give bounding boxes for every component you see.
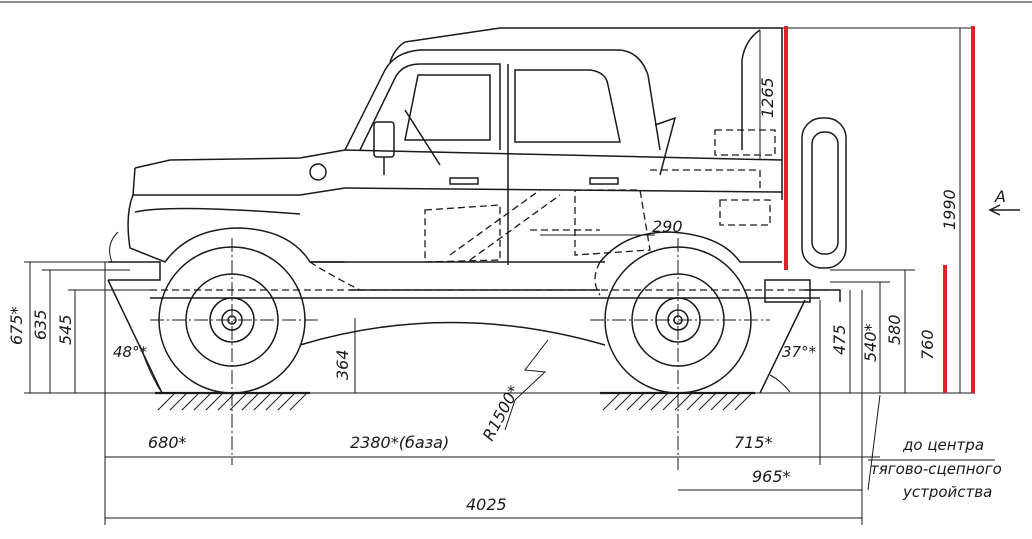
dimension-lines bbox=[24, 27, 1020, 525]
label-760: 760 bbox=[918, 329, 937, 360]
label-view-a: A bbox=[994, 187, 1006, 206]
label-290: 290 bbox=[652, 217, 683, 236]
label-540: 540* bbox=[861, 323, 880, 362]
label-364: 364 bbox=[333, 349, 352, 380]
angle-lines bbox=[107, 279, 806, 394]
label-to-hitch: 965* bbox=[752, 467, 791, 486]
label-545: 545 bbox=[56, 314, 75, 345]
hitch-note: до центра тягово-сцепного устройства bbox=[870, 436, 1002, 501]
dimension-labels: 1265 1990 760 580 540* 475 675* 635 545 … bbox=[7, 77, 1006, 514]
label-length: 4025 bbox=[466, 495, 507, 514]
highlight-lines bbox=[784, 26, 975, 393]
spare-wheel bbox=[801, 117, 847, 269]
label-580: 580 bbox=[885, 314, 904, 345]
label-675: 675* bbox=[7, 306, 26, 345]
note-line-2: тягово-сцепного bbox=[870, 460, 1002, 478]
label-radius: R1500* bbox=[479, 382, 524, 444]
note-line-1: до центра bbox=[902, 436, 984, 454]
label-overhang-front: 680* bbox=[148, 433, 187, 452]
label-overhang-rear: 715* bbox=[734, 433, 773, 452]
label-angle-front: 48°* bbox=[113, 343, 148, 361]
label-475: 475 bbox=[830, 324, 849, 355]
ground-hatch bbox=[155, 391, 755, 411]
vehicle-body bbox=[108, 27, 841, 303]
label-1265: 1265 bbox=[758, 77, 777, 118]
label-635: 635 bbox=[31, 309, 50, 340]
label-angle-rear: 37°* bbox=[782, 343, 817, 361]
label-wheelbase: 2380*(база) bbox=[350, 433, 449, 452]
label-1990: 1990 bbox=[940, 189, 959, 230]
note-line-3: устройства bbox=[902, 483, 992, 501]
center-lines bbox=[150, 238, 770, 470]
